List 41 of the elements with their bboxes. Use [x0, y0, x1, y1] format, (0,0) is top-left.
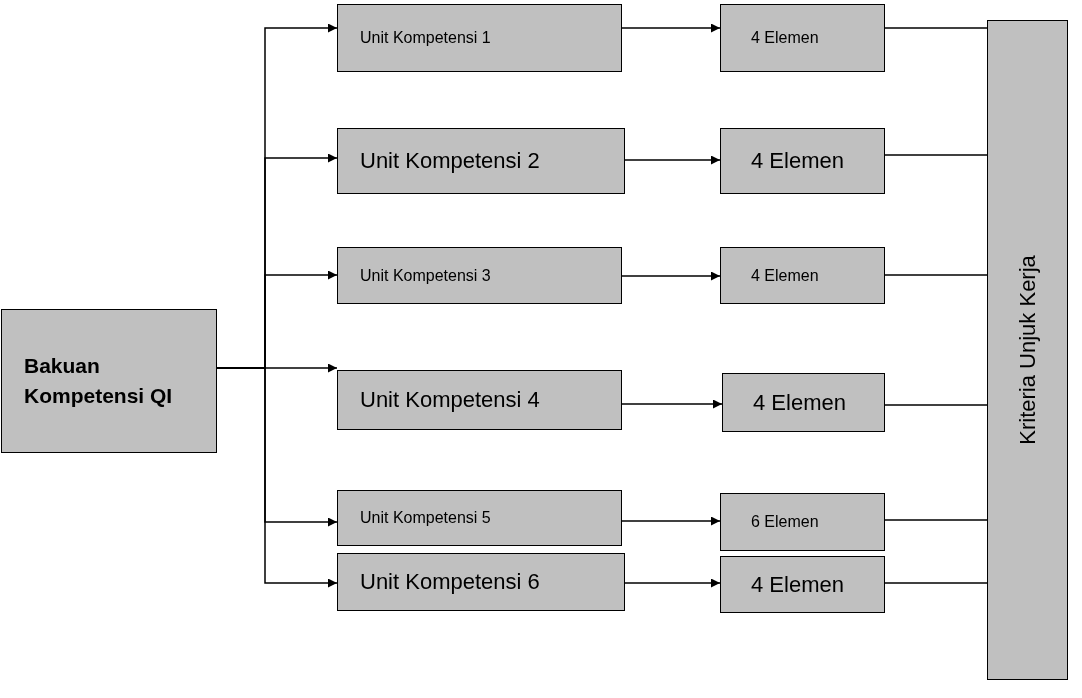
arrow [621, 271, 721, 281]
box-label: 4 Elemen [751, 147, 844, 176]
connector-line [884, 582, 988, 584]
arrow [216, 367, 338, 588]
box-label: 4 Elemen [751, 570, 844, 599]
process-box [720, 556, 885, 613]
box-label: Unit Kompetensi 6 [360, 568, 540, 597]
connector-line [884, 274, 988, 276]
process-box [337, 247, 622, 304]
arrow [624, 155, 721, 165]
connector-line [884, 154, 988, 156]
connector-line [884, 27, 988, 29]
process-box [337, 128, 625, 194]
box-label: 4 Elemen [751, 28, 819, 49]
process-box [1, 309, 217, 453]
process-box [337, 490, 622, 546]
arrow [621, 399, 723, 409]
arrow [621, 23, 721, 33]
box-label: 4 Elemen [751, 265, 819, 286]
box-label: Bakuan Kompetensi QI [24, 352, 174, 409]
box-label: 4 Elemen [753, 388, 846, 417]
box-label: Unit Kompetensi 2 [360, 147, 540, 176]
process-box [720, 493, 885, 551]
process-box [722, 373, 885, 432]
box-label: 6 Elemen [751, 512, 819, 533]
arrow [621, 516, 721, 526]
connector-line [884, 404, 988, 406]
box-label: Unit Kompetensi 3 [360, 265, 491, 286]
criteria-label: Kriteria Unjuk Kerja [1013, 255, 1041, 445]
arrow [624, 578, 721, 588]
criteria-bar [987, 20, 1068, 680]
process-box [720, 247, 885, 304]
process-box [337, 370, 622, 430]
process-box [720, 4, 885, 72]
process-box [720, 128, 885, 194]
box-label: Unit Kompetensi 4 [360, 386, 540, 415]
box-label: Unit Kompetensi 5 [360, 508, 491, 529]
process-box [337, 553, 625, 611]
process-box [337, 4, 622, 72]
connector-line [884, 519, 988, 521]
box-label: Unit Kompetensi 1 [360, 28, 491, 49]
